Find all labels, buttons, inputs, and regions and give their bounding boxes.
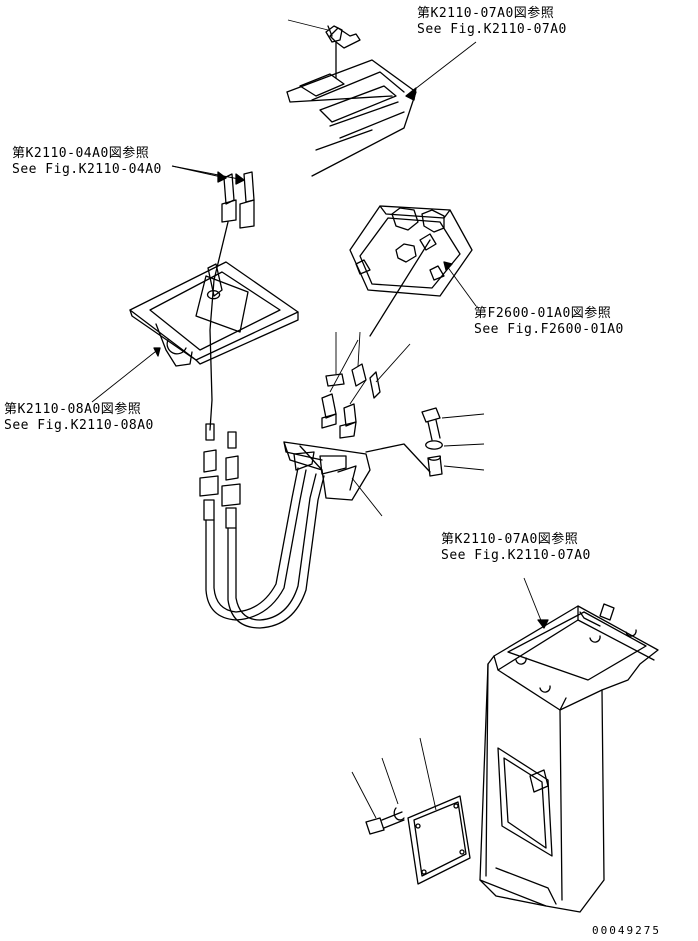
leader-line <box>351 477 383 517</box>
callout-jp: 第K2110-04A0図参照 <box>12 146 150 161</box>
bolt-washer-collar <box>365 407 485 477</box>
callout-en: See Fig.F2600-01A0 <box>474 322 624 337</box>
lever-console <box>129 261 299 367</box>
push-pull-cables <box>199 423 325 629</box>
callout-k2110-07a0-top: 第K2110-07A0図参照 See Fig.K2110-07A0 <box>417 6 567 38</box>
callout-k2110-07a0-bottom: 第K2110-07A0図参照 See Fig.K2110-07A0 <box>441 532 591 564</box>
callout-jp: 第K2110-07A0図参照 <box>417 6 555 21</box>
callout-jp: 第K2110-08A0図参照 <box>4 402 142 417</box>
cable-bracket <box>283 441 371 501</box>
callout-en: See Fig.K2110-08A0 <box>4 418 154 433</box>
knob-part <box>287 19 361 79</box>
callout-jp: 第K2110-07A0図参照 <box>441 532 579 547</box>
callout-en: See Fig.K2110-07A0 <box>441 548 591 563</box>
control-valve <box>349 205 473 297</box>
callout-k2110-08a0: 第K2110-08A0図参照 See Fig.K2110-08A0 <box>4 402 154 434</box>
callout-en: See Fig.K2110-04A0 <box>12 162 162 177</box>
leader-line <box>171 165 245 181</box>
document-number: 00049275 <box>592 924 661 937</box>
callout-en: See Fig.K2110-07A0 <box>417 22 567 37</box>
cover-plate <box>407 737 471 885</box>
callout-k2110-04a0: 第K2110-04A0図参照 See Fig.K2110-04A0 <box>12 146 162 178</box>
cover-bolt <box>351 757 405 835</box>
clevis-pins <box>325 331 411 399</box>
callout-f2600-01a0: 第F2600-01A0図参照 See Fig.F2600-01A0 <box>474 306 624 338</box>
callout-jp: 第F2600-01A0図参照 <box>474 306 612 321</box>
leader-line <box>287 19 329 31</box>
cable-ends <box>321 339 367 439</box>
leader-line <box>91 347 161 403</box>
console-column <box>479 603 659 913</box>
leader-line <box>443 261 477 307</box>
leader-line <box>405 41 477 97</box>
top-floor-plate <box>286 59 417 177</box>
lever-knobs <box>221 171 255 229</box>
